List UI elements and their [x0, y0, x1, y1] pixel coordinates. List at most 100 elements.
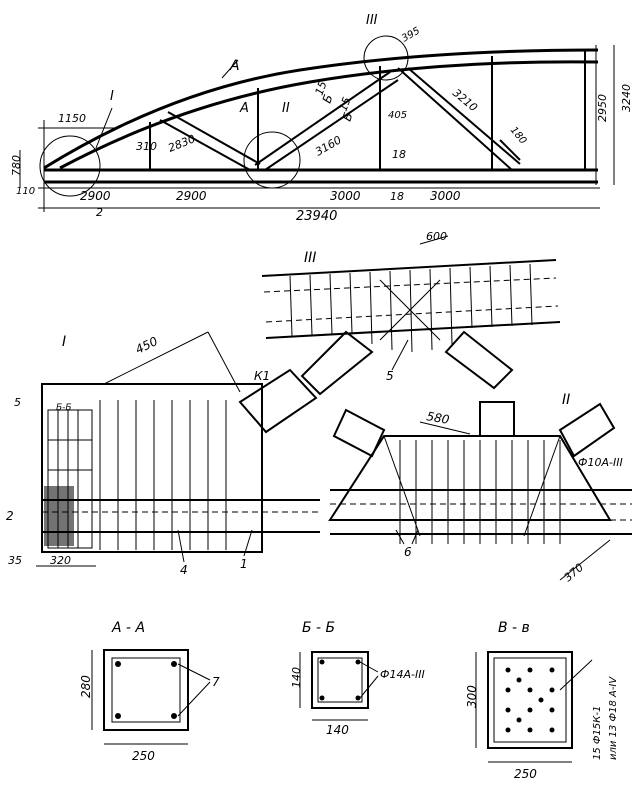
node-callout-III	[363, 35, 409, 81]
dim-line-450-right	[207, 331, 241, 393]
dim-3000-a: 3000	[330, 189, 361, 203]
rebar-callout-II: Ф10А-III	[578, 456, 623, 469]
section-vv-callout-1: 15 Ф15К-1	[592, 706, 603, 760]
dim-23940: 23940	[296, 209, 337, 224]
dim-370: 370	[562, 561, 586, 584]
leader-7-a	[177, 663, 211, 681]
dim-15-b: 15	[337, 95, 354, 113]
section-bb-bar-tl	[319, 659, 325, 665]
section-vv-stirrup	[493, 657, 567, 743]
chord-dash-1	[263, 277, 557, 293]
dim-2830: 2830	[166, 132, 197, 155]
section-vv-height: 300	[465, 685, 479, 708]
dim-2900-a: 2900	[80, 189, 111, 203]
section-bb-stirrup	[317, 657, 363, 703]
dim-2950: 2950	[596, 94, 609, 122]
section-aa-bar-tl	[115, 661, 121, 667]
dim-3210: 3210	[450, 86, 480, 114]
dim-line-370	[559, 539, 611, 581]
node-detail-III: III 600 5	[261, 230, 561, 396]
node-II-diagonal-right	[558, 402, 616, 458]
dim-15-a: 15	[313, 79, 330, 97]
leader-bb-b	[359, 675, 379, 699]
section-aa-outline	[103, 649, 189, 731]
section-bb-callout: Ф14А-III	[380, 668, 425, 681]
dim-395: 395	[400, 26, 422, 45]
chord-dash-2	[265, 305, 559, 323]
section-aa-stirrup	[111, 657, 181, 723]
rebar-ties-III	[289, 263, 533, 353]
node-detail-II: II 580 370 6 Ф10А-III	[328, 392, 632, 584]
section-bb-bar-tr	[355, 659, 361, 665]
section-mark-bb-I: Б-Б	[56, 403, 72, 413]
leader-vv	[559, 659, 593, 691]
section-vv-strands	[505, 667, 555, 733]
dim-450: 450	[133, 334, 160, 357]
leader-bb-a	[359, 661, 379, 673]
leader-5-III	[391, 339, 409, 371]
leader-7-b	[177, 681, 211, 717]
node-callout-I	[39, 135, 101, 197]
callout-1-I: 1	[240, 557, 248, 571]
node-mark-i: I	[110, 89, 114, 104]
diagonal-1	[159, 119, 251, 171]
section-bb-title: Б - Б	[302, 620, 335, 636]
node-II-bent-bar-left	[383, 435, 421, 537]
node-mark-iii: III	[366, 13, 378, 28]
leader-section-A	[221, 59, 239, 79]
section-vv-width: 250	[514, 767, 537, 781]
dim-2: 2	[96, 206, 103, 219]
node-detail-I-title: I	[62, 334, 66, 350]
dim-180: 180	[508, 125, 529, 147]
section-aa-title: А - А	[111, 620, 145, 636]
dim-1150: 1150	[58, 112, 86, 125]
section-bb-width: 140	[326, 723, 349, 737]
leader-6-II-b	[411, 529, 419, 545]
dim-3160: 3160	[313, 133, 344, 158]
callout-4-I: 4	[180, 563, 188, 577]
section-aa-bar-tr	[171, 661, 177, 667]
node-II-diagonal-left	[332, 408, 386, 458]
rebar-ties-II	[399, 440, 561, 544]
dim-405: 405	[388, 110, 407, 121]
dim-line-580	[419, 421, 471, 435]
dim-18-a: 18	[390, 190, 404, 203]
section-bb-outline	[311, 651, 369, 709]
section-aa: А - А 280 250 7	[79, 620, 220, 763]
node-II-vertical-stub	[479, 401, 515, 437]
dim-18-b: 18	[392, 148, 406, 161]
dim-3240: 3240	[620, 84, 633, 112]
section-aa-width: 250	[132, 749, 155, 763]
rebar-ties-I	[99, 400, 227, 550]
diagonal-stub-left	[300, 330, 374, 396]
dim-3000-b: 3000	[430, 189, 461, 203]
dim-line-600	[419, 235, 449, 245]
diagonal-3	[397, 67, 513, 171]
section-bb-height: 140	[290, 667, 303, 688]
section-aa-bar-br	[171, 713, 177, 719]
leader-node-I	[95, 107, 113, 149]
section-vv: В - в 300 250 15 Ф15К-1 или 13 Ф18 А-IV	[465, 620, 619, 781]
callout-K1: К1	[254, 369, 270, 383]
dim-580: 580	[425, 409, 450, 427]
diagonal-2b	[264, 79, 399, 171]
section-vv-outline	[487, 651, 573, 749]
section-aa-height: 280	[79, 675, 93, 698]
leader-4-I	[177, 529, 185, 563]
dim-2900-b: 2900	[176, 189, 207, 203]
dim-line-450	[103, 331, 209, 385]
dim-110: 110	[16, 186, 35, 197]
dim-780: 780	[10, 155, 23, 176]
callout-5-III: 5	[386, 369, 394, 383]
diagonal-3b	[407, 67, 521, 165]
tie-detail	[499, 139, 521, 161]
node-detail-I: I 450 320 35	[6, 331, 320, 577]
section-bb: Б - Б 140 140 Ф14А-III	[290, 620, 425, 737]
section-vv-title: В - в	[498, 620, 530, 636]
leader-6-II-a	[395, 529, 405, 545]
node-mark-ii: II	[282, 101, 290, 116]
node-III-cross-2	[379, 279, 441, 341]
top-chord-inner	[59, 60, 599, 170]
callout-6-II: 6	[404, 545, 412, 559]
